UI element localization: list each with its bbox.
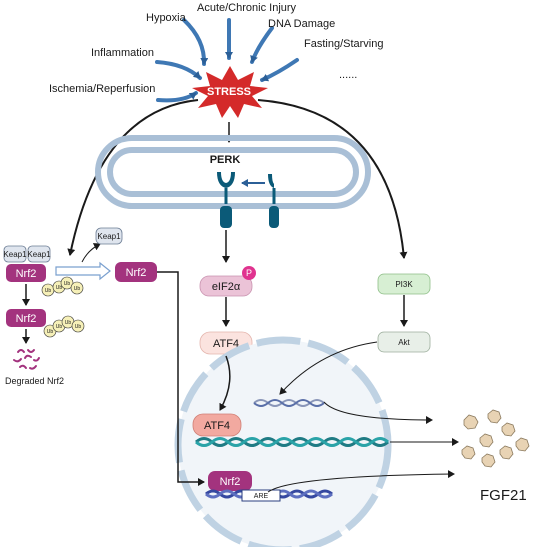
stress-to-nrf2-arrow: [67, 99, 199, 256]
perk-monomer-icon: [268, 174, 279, 228]
dna-damage-arrow: [250, 26, 274, 64]
ischemia-arrow: [156, 91, 198, 103]
keap1-box-1: [3, 245, 27, 263]
phosphate-label: P: [246, 268, 252, 278]
inflammation-label: Inflammation: [91, 47, 154, 59]
upper-dna-to-fgf21-arrow: [323, 401, 433, 424]
free-nrf2-label: Nrf2: [126, 267, 147, 279]
keap1-box-2: [27, 245, 51, 263]
perk-receptor-icon: [217, 172, 235, 228]
keap1-label-1: Keap1: [3, 250, 27, 259]
ub-circle: [70, 281, 84, 295]
phosphate-circle: [242, 266, 256, 280]
ub-label: Ub: [65, 320, 72, 326]
nrf2-ub-box: [6, 309, 46, 327]
free-keap1-box: [95, 227, 123, 245]
pi3k-label: PI3K: [395, 280, 413, 289]
acute-injury-label: Acute/Chronic Injury: [197, 2, 297, 14]
atf4-cytosol-label: ATF4: [213, 338, 239, 350]
inflammation-arrow: [155, 60, 202, 80]
stress-to-pi3k-arrow: [257, 99, 408, 259]
stress-label: STRESS: [207, 86, 251, 98]
degraded-nrf2-label: Degraded Nrf2: [5, 376, 64, 386]
fasting-arrow: [260, 58, 299, 82]
ub-circle: [60, 276, 74, 290]
free-keap1-label: Keap1: [97, 232, 121, 241]
hypoxia-arrow: [182, 18, 209, 66]
nrf2-nuclear-box: [208, 471, 252, 491]
endoplasmic-reticulum: [95, 135, 371, 209]
ub-label: Ub: [45, 288, 52, 294]
keap1-label-2: Keap1: [27, 250, 51, 259]
nrf2-ub-label: Nrf2: [16, 313, 37, 325]
free-nrf2-box: [115, 262, 157, 282]
nrf2-nuclear-label: Nrf2: [220, 476, 241, 488]
akt-box: [377, 331, 431, 353]
nrf2-nuclear-translocation-arrow: [157, 271, 205, 486]
pi3k-box: [377, 273, 431, 295]
fasting-label: Fasting/Starving: [304, 38, 383, 50]
nrf2-bound-box: [6, 264, 46, 282]
ub-label: Ub: [47, 329, 54, 335]
dna-strand-upper: [253, 399, 325, 407]
are-label: ARE: [254, 493, 269, 500]
eif2a-box: [199, 275, 253, 297]
stress-burst: [192, 66, 268, 118]
ub-label: Ub: [56, 285, 63, 291]
ubiquitin-chain-1: Ub Ub Ub Ub: [41, 276, 84, 297]
keap1-release-arrow: [81, 243, 101, 263]
dna-strand-middle: [195, 437, 389, 447]
ellipsis-label: ......: [339, 69, 357, 81]
stimulus-arrows: [155, 18, 299, 103]
fgf21-protein-cluster-icon: [461, 409, 530, 468]
are-box: [241, 489, 281, 502]
ub-label: Ub: [64, 281, 71, 287]
ischemia-label: Ischemia/Reperfusion: [49, 83, 155, 95]
ub-label: Ub: [56, 324, 63, 330]
dna-damage-label: DNA Damage: [268, 18, 335, 30]
perk-label: PERK: [210, 154, 241, 166]
nrf2-release-hollow-arrow: [55, 261, 111, 281]
are-to-fgf21-arrow: [267, 470, 455, 493]
atf4-nuclear-translocation-arrow: [219, 355, 231, 411]
fgf21-label: FGF21: [480, 487, 527, 504]
ubiquitin-chain-2: Ub Ub Ub Ub: [43, 315, 85, 338]
eif2a-label: eIF2α: [212, 281, 241, 293]
akt-to-nucleus-arrow: [279, 341, 378, 395]
ub-label: Ub: [74, 286, 81, 292]
atf4-nuclear-label: ATF4: [204, 420, 230, 432]
atf4-nuclear-box: [192, 413, 242, 437]
hypoxia-label: Hypoxia: [146, 12, 187, 24]
nrf2-bound-label: Nrf2: [16, 268, 37, 280]
ub-label: Ub: [75, 324, 82, 330]
ub-circle: [71, 319, 85, 333]
degraded-nrf2-fragments-icon: [13, 349, 40, 370]
akt-label: Akt: [398, 338, 410, 347]
